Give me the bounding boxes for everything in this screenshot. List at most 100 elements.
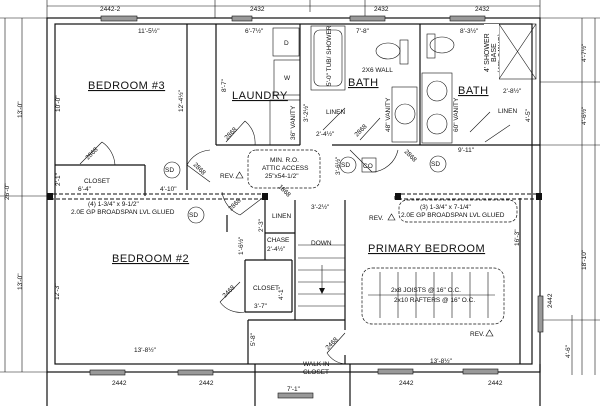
toilet bbox=[375, 42, 401, 60]
windows bbox=[89, 15, 544, 399]
window-label: 2442 bbox=[547, 293, 554, 308]
dim: 4'-5" bbox=[525, 108, 532, 122]
label-walk-in: WALK IN bbox=[303, 361, 330, 368]
label-sd: SD bbox=[165, 167, 174, 174]
beam bbox=[46, 193, 542, 200]
dim: 2'-4½" bbox=[316, 130, 335, 138]
dimension-lines bbox=[0, 0, 600, 375]
label-door: 1868 bbox=[277, 183, 292, 198]
room-labels: BEDROOM #3 LAUNDRY BATH BATH BEDROOM #2 … bbox=[84, 77, 517, 376]
dim: 13'-0" bbox=[17, 101, 24, 118]
dim: 12'-4½" bbox=[177, 89, 185, 112]
stairs[interactable] bbox=[298, 244, 345, 307]
label-co: CO bbox=[363, 163, 373, 170]
room-bath: BATH bbox=[348, 77, 379, 89]
note-beam: (3) 1-3/4" x 7-1/4" bbox=[420, 204, 472, 211]
label-vanity: 48" VANITY bbox=[385, 97, 392, 132]
label-washer: W bbox=[284, 75, 291, 82]
rev-triangles bbox=[235, 171, 494, 337]
label-sd: SD bbox=[341, 162, 350, 169]
dim: 3'-2½" bbox=[302, 103, 310, 122]
washer bbox=[273, 59, 301, 96]
window-label: 2432 bbox=[250, 6, 265, 13]
co-detector-icon bbox=[361, 157, 377, 173]
note-attic: 25"x54-1/2" bbox=[265, 173, 299, 180]
label-door: 2468 bbox=[221, 284, 236, 299]
dim: 4'-10" bbox=[160, 186, 177, 193]
interior-walls bbox=[55, 24, 540, 364]
dim: 13'-0" bbox=[17, 273, 24, 290]
dim: 4'-1" bbox=[278, 286, 285, 300]
dim: 13'-8½" bbox=[430, 357, 453, 365]
dim: 5'-8" bbox=[250, 332, 257, 346]
window-label: 2442-2 bbox=[100, 6, 121, 13]
dim: 2'-1" bbox=[55, 172, 62, 186]
label-walk-in: CLOSET bbox=[303, 369, 329, 376]
toilet bbox=[429, 36, 455, 54]
window-label: 2442 bbox=[399, 380, 414, 387]
dim: 10'-0" bbox=[55, 95, 62, 112]
label-sd: SD bbox=[189, 212, 198, 219]
label-wall: 2X6 WALL bbox=[362, 67, 393, 74]
arrow-down-icon bbox=[319, 288, 325, 294]
dim: 3'-2½" bbox=[311, 203, 330, 211]
rev-triangle-icon bbox=[387, 213, 396, 221]
label-shower-wrap: 4' SHOWER BASE (48"x34"HO) bbox=[484, 24, 499, 82]
dim: 11'-5½" bbox=[138, 27, 160, 35]
label-down: DOWN bbox=[311, 240, 332, 247]
room-primary-bedroom: PRIMARY BEDROOM bbox=[368, 243, 485, 255]
window-label: 2442 bbox=[488, 380, 503, 387]
label-door: 2868 bbox=[84, 146, 99, 161]
note-beam: 2.0E GP BROADSPAN LVL GLUED bbox=[71, 209, 175, 216]
label-vanity: 36" VANITY bbox=[290, 105, 297, 140]
dim: 2'-4½" bbox=[267, 245, 286, 253]
note-rafters: 2x10 RAFTERS @ 16" O.C. bbox=[394, 297, 475, 304]
dim: 26'-0" bbox=[4, 183, 11, 200]
doors[interactable] bbox=[79, 107, 511, 365]
vanity bbox=[391, 86, 418, 143]
label-linen: LINEN bbox=[326, 109, 345, 116]
vanity bbox=[421, 72, 453, 144]
window-labels: 2442-2 2432 2432 2432 2442 2442 2442 244… bbox=[100, 6, 554, 387]
label-tub: 5'-0" TUB/ SHOWER bbox=[326, 25, 333, 86]
dim: 6'-7½" bbox=[245, 27, 264, 35]
label-door: 2868 bbox=[227, 197, 242, 212]
label-door: 2868 bbox=[223, 126, 238, 141]
revision-clouds bbox=[247, 149, 518, 325]
label-sd: SD bbox=[431, 161, 440, 168]
dim: 8'-3½" bbox=[460, 27, 479, 35]
label-door: 2468 bbox=[324, 336, 339, 351]
rev-label: REV. bbox=[369, 215, 384, 222]
dryer bbox=[272, 27, 300, 57]
label-shower: 4' SHOWER BASE (48"x34"HO) bbox=[484, 24, 499, 82]
rev-triangle-icon bbox=[235, 171, 244, 179]
label-linen: LINEN bbox=[498, 108, 517, 115]
dim: 16'-3" bbox=[514, 229, 521, 246]
room-bedroom-2: BEDROOM #2 bbox=[112, 253, 189, 265]
dim: 4'-7½" bbox=[580, 43, 588, 62]
note-attic: ATTIC ACCESS bbox=[262, 165, 309, 172]
detectors bbox=[163, 155, 447, 224]
dim: 6'-4" bbox=[78, 186, 92, 193]
smoke-detector-icon bbox=[339, 156, 357, 174]
dim: 3'-7" bbox=[254, 303, 268, 310]
smoke-detector-icon bbox=[429, 155, 447, 173]
label-door: 2868 bbox=[403, 148, 418, 163]
label-vanity: 60" VANITY bbox=[453, 97, 460, 132]
window-label: 2432 bbox=[475, 6, 490, 13]
tub bbox=[313, 29, 343, 87]
dim: 13'-8½" bbox=[134, 346, 157, 354]
window-label: 2442 bbox=[199, 380, 214, 387]
dim: 2'-8½" bbox=[503, 87, 522, 95]
smoke-detector-icon bbox=[187, 206, 205, 224]
note-attic: MIN. R.O. bbox=[270, 157, 299, 164]
room-bath: BATH bbox=[458, 85, 489, 97]
shower-base bbox=[498, 23, 537, 80]
dim: 7'-1" bbox=[287, 386, 301, 393]
rev-label: REV. bbox=[470, 331, 485, 338]
label-closet: CLOSET bbox=[253, 285, 279, 292]
smoke-detector-icon bbox=[163, 161, 181, 179]
dimension-labels: 13'-0" 26'-0" 13'-0" 4'-7½" 4'-6½" 18'-1… bbox=[4, 27, 588, 393]
room-bedroom-3: BEDROOM #3 bbox=[88, 80, 165, 92]
